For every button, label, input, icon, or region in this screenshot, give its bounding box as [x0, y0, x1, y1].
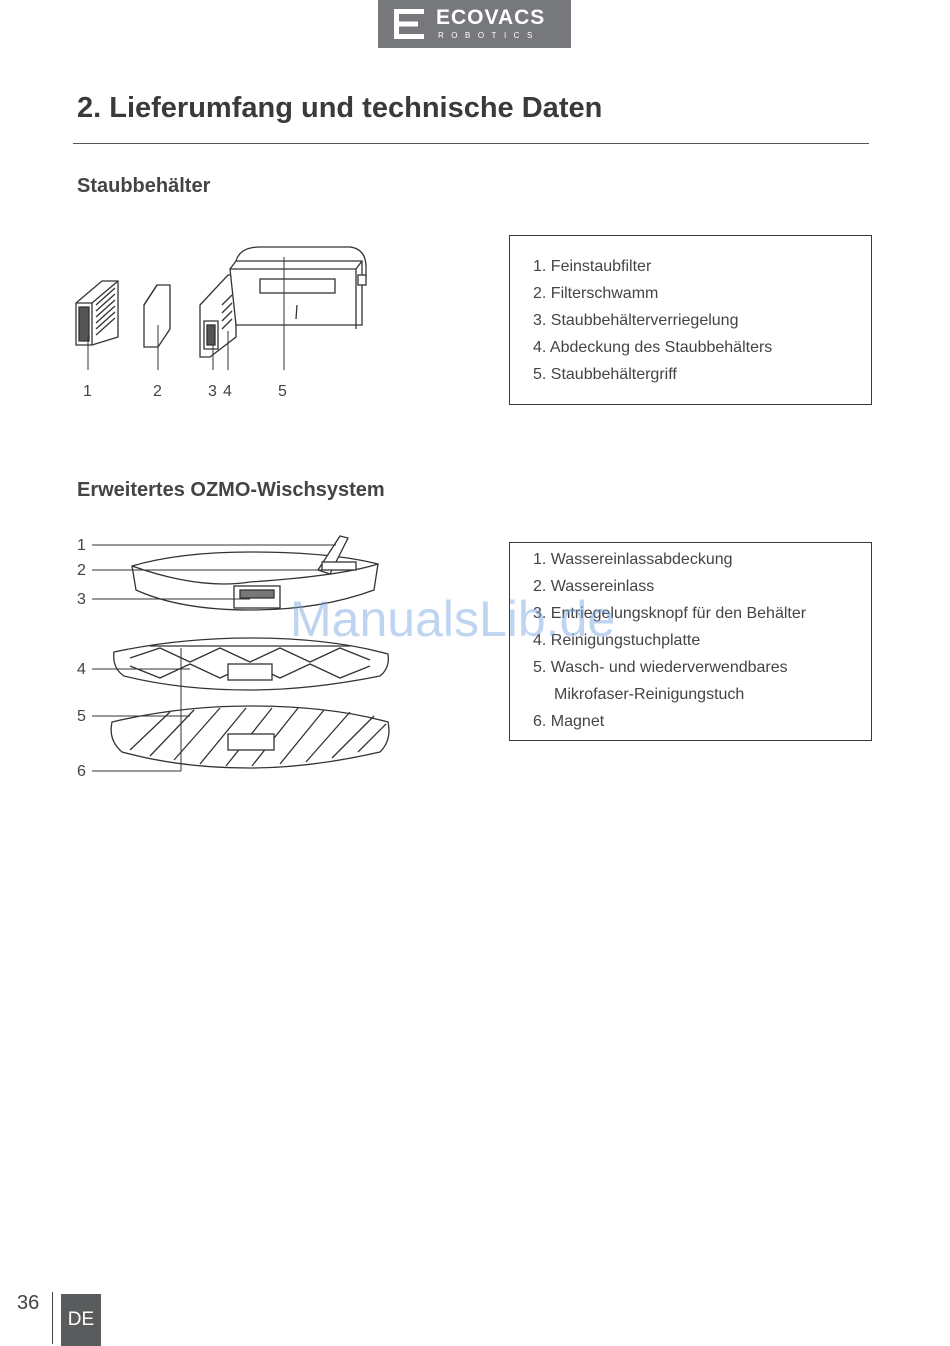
water-tank-drawing [131, 535, 379, 611]
dust-bin-legend: 1. Feinstaubfilter 2. Filterschwamm 3. S… [509, 235, 872, 405]
callout-1: 1 [77, 537, 86, 554]
footer-divider [52, 1292, 53, 1344]
callout-1: 1 [83, 383, 92, 400]
ozmo-mopping-illustration [92, 535, 390, 772]
legend-item: 5. Wasch- und wiederverwendbares [533, 659, 788, 676]
legend-item-continuation: Mikrofaser-Reinigungstuch [554, 686, 745, 703]
language-badge: DE [61, 1294, 101, 1346]
legend-item: 4. Reinigungstuchplatte [533, 632, 701, 649]
legend-item: 5. Staubbehältergriff [533, 366, 677, 383]
callout-5: 5 [278, 383, 287, 400]
watermark: ManualsLib.de [290, 591, 616, 647]
callout-2: 2 [77, 562, 86, 579]
brand-logo: ECOVACS ROBOTICS [378, 0, 571, 48]
filter-sponge-drawing [143, 284, 171, 348]
callout-5: 5 [77, 708, 86, 725]
dust-bin-drawing [199, 246, 367, 358]
callout-2: 2 [153, 383, 162, 400]
dust-bin-illustration [75, 246, 367, 370]
section-title-dust-bin: Staubbehälter [77, 175, 211, 197]
legend-item: 3. Entriegelungsknopf für den Behälter [533, 605, 807, 622]
brand-name: ECOVACS [436, 6, 546, 29]
callout-4: 4 [77, 661, 86, 678]
page-number: 36 [17, 1292, 40, 1314]
brand-subtitle: ROBOTICS [438, 31, 540, 40]
mop-cloth-drawing [110, 705, 390, 769]
legend-item: 3. Staubbehälterverriegelung [533, 312, 739, 329]
title-divider [73, 143, 869, 144]
fine-dust-filter-drawing [75, 280, 119, 346]
cloth-plate-drawing [113, 637, 389, 691]
legend-item: 2. Wassereinlass [533, 578, 655, 595]
ozmo-legend: 1. Wassereinlassabdeckung 2. Wassereinla… [509, 542, 872, 741]
legend-item: 1. Wassereinlassabdeckung [533, 551, 733, 568]
legend-item: 6. Magnet [533, 713, 605, 730]
callout-3: 3 [208, 383, 217, 400]
legend-item: 4. Abdeckung des Staubbehälters [533, 339, 773, 356]
page-title: 2. Lieferumfang und technische Daten [77, 92, 603, 124]
callout-6: 6 [77, 763, 86, 780]
legend-item: 1. Feinstaubfilter [533, 258, 652, 275]
callout-3: 3 [77, 591, 86, 608]
legend-item: 2. Filterschwamm [533, 285, 659, 302]
section-title-ozmo: Erweitertes OZMO-Wischsystem [77, 479, 385, 501]
callout-4: 4 [223, 383, 232, 400]
ecovacs-logo-icon [394, 9, 424, 39]
